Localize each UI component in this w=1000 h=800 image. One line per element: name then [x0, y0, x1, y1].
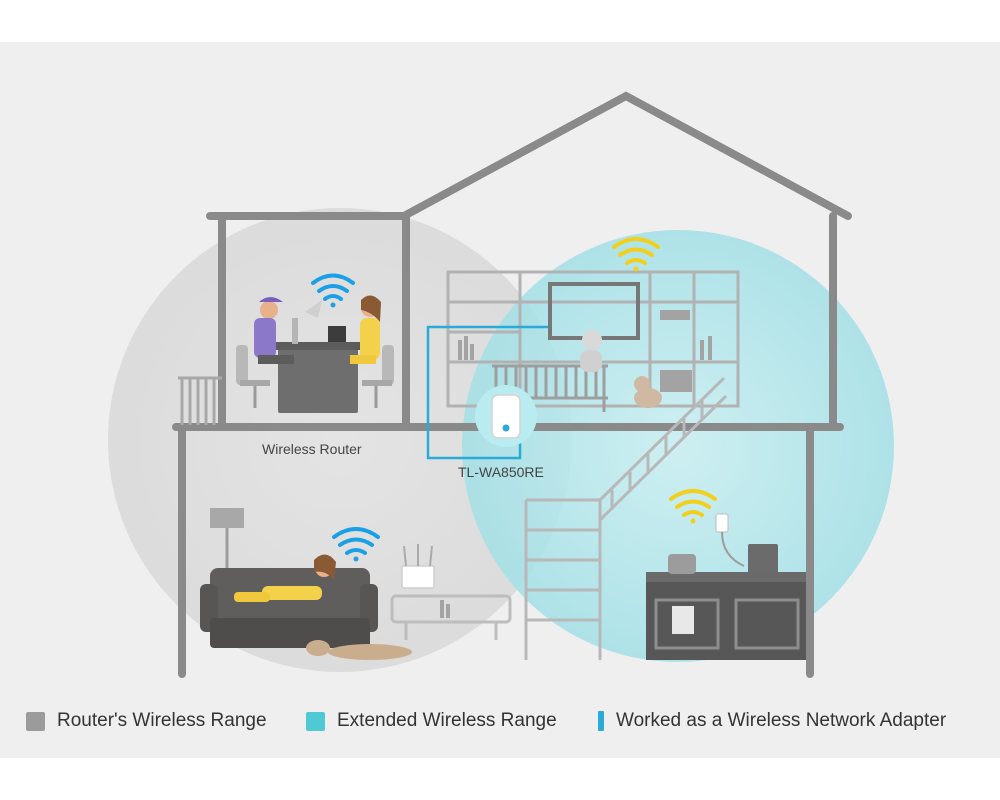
- wireless-router-label: Wireless Router: [262, 441, 362, 457]
- balcony-railing: [178, 376, 222, 425]
- bookshelf-items: [458, 310, 712, 392]
- living-room: [200, 508, 512, 660]
- legend-swatch: [26, 711, 45, 731]
- crib: [492, 364, 608, 412]
- puppy: [634, 376, 662, 408]
- legend-item-network-adapter: Worked as a Wireless Network Adapter: [598, 710, 946, 732]
- legend-label: Worked as a Wireless Network Adapter: [616, 710, 947, 731]
- legend-label: Extended Wireless Range: [337, 710, 557, 731]
- wifi-icon-living-room: [332, 527, 380, 562]
- legend-swatch: [598, 711, 604, 731]
- legend-item-extended-range: Extended Wireless Range: [306, 710, 557, 732]
- legend: Router's Wireless Range Extended Wireles…: [0, 700, 1000, 740]
- baby: [580, 330, 602, 372]
- kitchen: [646, 513, 806, 660]
- staircase: [524, 376, 728, 660]
- legend-swatch: [306, 711, 325, 731]
- legend-item-router-range: Router's Wireless Range: [26, 710, 267, 732]
- wifi-icon-study: [311, 273, 355, 308]
- legend-label: Router's Wireless Range: [57, 710, 267, 731]
- wifi-icon-kitchen: [669, 489, 717, 524]
- wifi-icon-bedroom: [612, 237, 660, 272]
- range-extender-device[interactable]: [475, 385, 537, 447]
- extender-model-label: TL-WA850RE: [458, 464, 544, 480]
- study-room: [236, 295, 394, 413]
- ethernet-cable: [426, 325, 548, 460]
